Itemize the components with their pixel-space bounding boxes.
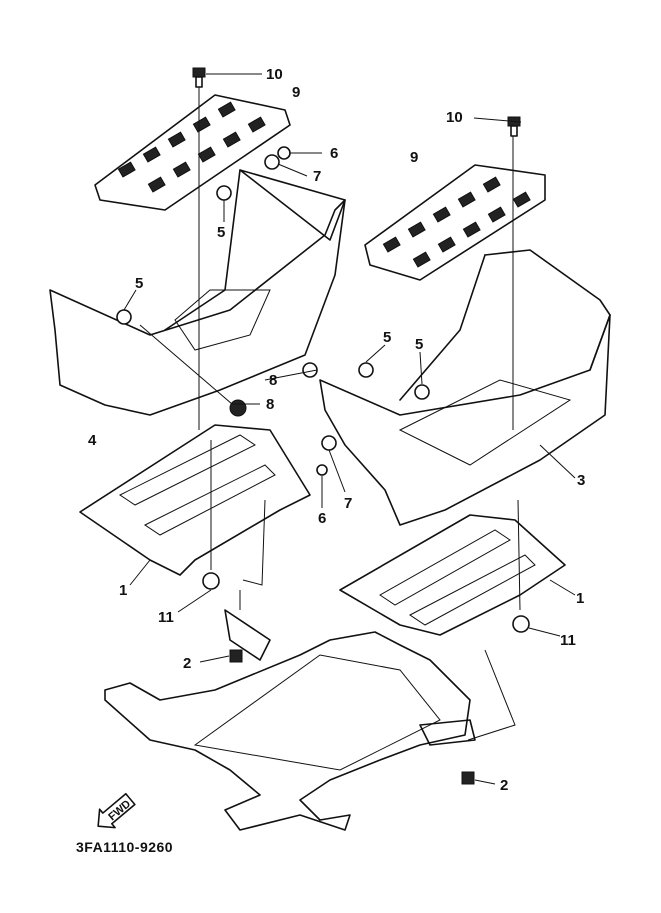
bolt-10-right [507, 116, 521, 137]
callout: 5 [383, 329, 391, 346]
callout: 11 [158, 609, 174, 626]
footrest-shell-left [49, 169, 346, 416]
guard-plate-right [339, 514, 566, 636]
bolt-10-left [192, 67, 206, 88]
callout: 6 [330, 145, 338, 162]
callout: 9 [292, 84, 300, 101]
board-treads-left [117, 101, 266, 193]
callout: 8 [266, 396, 274, 413]
screw-5-c [358, 362, 374, 378]
fwd-arrow-icon: FWD [97, 792, 136, 829]
washer-6-left [277, 146, 291, 160]
callout: 2 [183, 655, 191, 672]
fasteners [116, 67, 530, 785]
callouts: 10 9 6 7 5 5 4 8 8 5 5 10 9 3 7 6 1 11 1… [88, 66, 585, 794]
callout: 7 [313, 168, 321, 185]
callout: 10 [446, 109, 463, 126]
footrest-board-left [94, 94, 291, 211]
callout: 5 [135, 275, 143, 292]
callout: 8 [269, 372, 277, 389]
frame-part [104, 609, 476, 831]
board-treads-right [382, 176, 531, 268]
callout: 1 [119, 582, 127, 599]
callout: 5 [217, 224, 225, 241]
callout: 1 [576, 590, 584, 607]
footrest-shell-right [319, 249, 611, 526]
callout: 3 [577, 472, 585, 489]
screw-5-d [414, 384, 430, 400]
screw-5-b [116, 309, 132, 325]
callout: 2 [500, 777, 508, 794]
footrest-board-right [364, 164, 546, 281]
callout: 6 [318, 510, 326, 527]
callout: 7 [344, 495, 352, 512]
callout: 11 [560, 632, 576, 649]
bolt-2-right [461, 771, 475, 785]
bolt-2-left [229, 649, 243, 663]
diagram-code: 3FA1110-9260 [76, 839, 173, 855]
grommet-7-left [264, 154, 280, 170]
nut-11-right [512, 615, 530, 633]
screw-5-a [216, 185, 232, 201]
callout: 4 [88, 432, 97, 449]
grommet-7-right [321, 435, 337, 451]
leader-lines [123, 73, 576, 785]
nut-11-left [202, 572, 220, 590]
callout: 5 [415, 336, 423, 353]
callout: 10 [266, 66, 283, 83]
nut-8-a [229, 399, 247, 417]
callout: 9 [410, 149, 418, 166]
guard-plate-left [79, 424, 311, 576]
washer-6-right [316, 464, 328, 476]
